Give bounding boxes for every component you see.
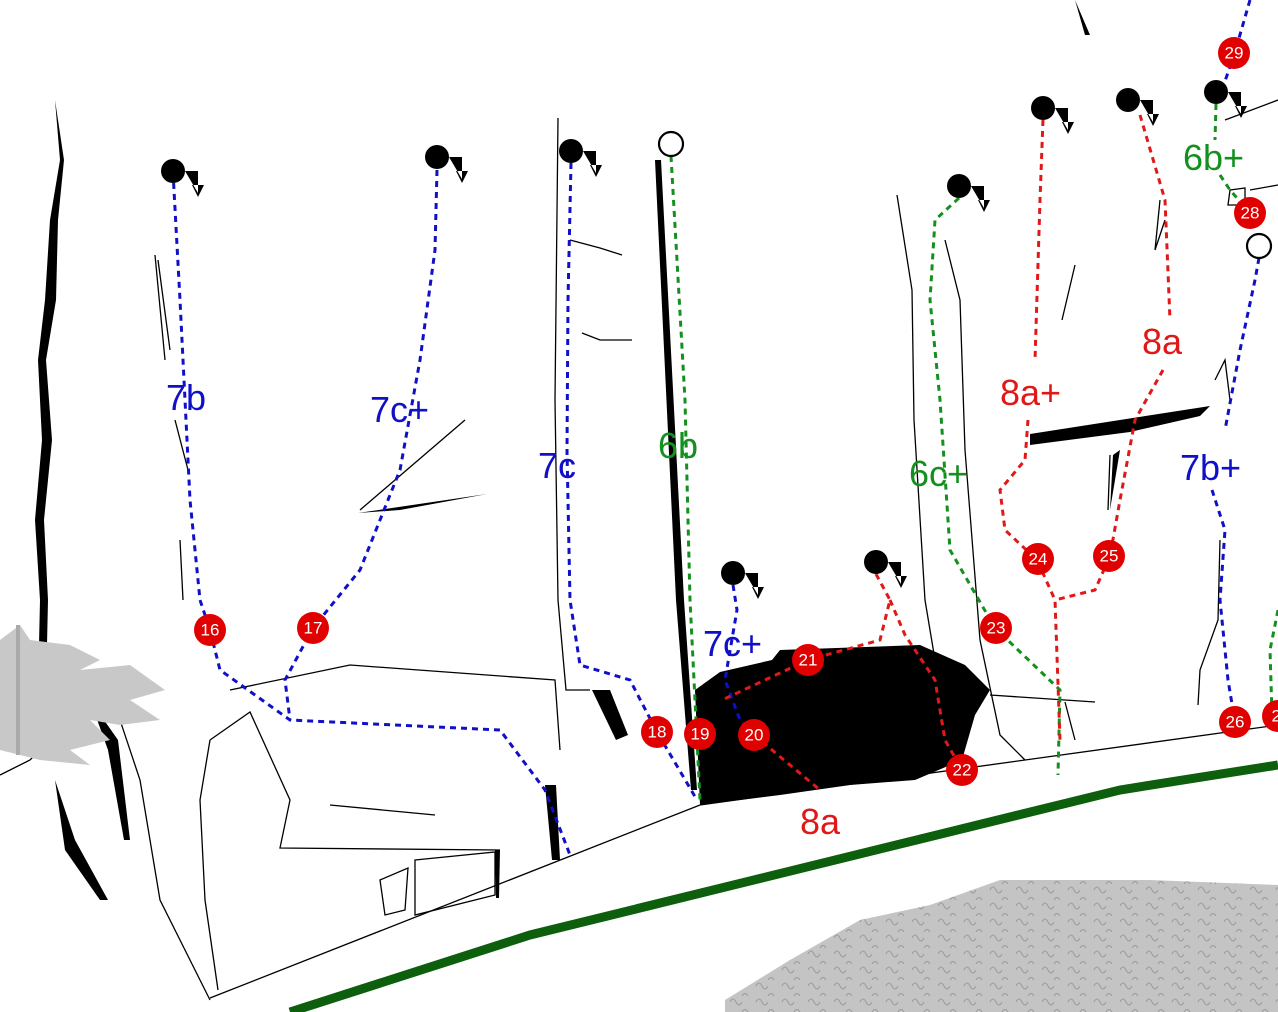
route-badge-28[interactable]: 28 (1234, 197, 1266, 229)
anchor-icon (161, 159, 204, 197)
anchor-icon (1116, 88, 1159, 126)
grade-17: 7c+ (370, 389, 429, 430)
grade-20: 7c+ (703, 623, 762, 664)
svg-text:17: 17 (304, 619, 323, 638)
left-crack (35, 100, 64, 690)
svg-text:16: 16 (201, 621, 220, 640)
anchor-icon (559, 139, 602, 177)
flake (358, 494, 487, 513)
route-badge-20[interactable]: 20 (738, 719, 770, 751)
svg-text:27: 27 (1272, 707, 1278, 726)
anchor-icon (947, 174, 990, 212)
lake (725, 880, 1278, 1012)
anchor-icon (721, 561, 764, 599)
grade-23: 6c+ (909, 453, 968, 494)
approach-path (288, 760, 1278, 1012)
route-badge-18[interactable]: 18 (641, 716, 673, 748)
route-badge-17[interactable]: 17 (297, 612, 329, 644)
dihedral-crack (655, 160, 697, 790)
route-badge-24[interactable]: 24 (1022, 543, 1054, 575)
boulder (695, 645, 990, 805)
svg-text:25: 25 (1100, 547, 1119, 566)
grade-18: 7c (538, 445, 576, 486)
anchor-icon (1031, 96, 1074, 134)
grade-25: 8a (1142, 321, 1183, 362)
grade-26: 7b+ (1180, 447, 1241, 488)
svg-text:26: 26 (1226, 713, 1245, 732)
anchor-icon (657, 130, 685, 158)
grade-24: 8a+ (1000, 372, 1061, 413)
tree (0, 625, 165, 765)
svg-text:18: 18 (648, 723, 667, 742)
anchor-icon (1245, 232, 1273, 260)
anchor-icon (864, 550, 907, 588)
route-badge-25[interactable]: 25 (1093, 540, 1125, 572)
route-badge-23[interactable]: 23 (980, 612, 1012, 644)
lower-off-anchors (161, 80, 1273, 599)
route-badge-16[interactable]: 16 (194, 614, 226, 646)
svg-text:20: 20 (745, 726, 764, 745)
grade-16: 7b (166, 377, 206, 418)
svg-text:23: 23 (987, 619, 1006, 638)
svg-text:19: 19 (691, 725, 710, 744)
route-badge-21[interactable]: 21 (792, 644, 824, 676)
anchor-icon (1204, 80, 1247, 118)
lower-left-crack (55, 700, 130, 900)
route-numbers: 16 17 18 19 20 21 22 23 24 25 26 27 28 2… (194, 37, 1278, 786)
svg-text:22: 22 (953, 761, 972, 780)
grade-28: 6b+ (1183, 137, 1244, 178)
route-badge-27[interactable]: 27 (1262, 700, 1278, 732)
grade-21-22: 8a (800, 801, 841, 842)
svg-text:29: 29 (1225, 44, 1244, 63)
grade-19: 6b (658, 425, 698, 466)
svg-text:28: 28 (1241, 204, 1260, 223)
route-badge-22[interactable]: 22 (946, 754, 978, 786)
svg-text:21: 21 (799, 651, 818, 670)
anchor-icon (425, 145, 468, 183)
route-badge-19[interactable]: 19 (684, 718, 716, 750)
route-badge-29[interactable]: 29 (1218, 37, 1250, 69)
svg-text:24: 24 (1029, 550, 1048, 569)
grade-labels: 7b 7c+ 7c 6b 7c+ 8a 6c+ 8a+ 8a 7b+ 6b+ (166, 137, 1244, 842)
route-badge-26[interactable]: 26 (1219, 706, 1251, 738)
